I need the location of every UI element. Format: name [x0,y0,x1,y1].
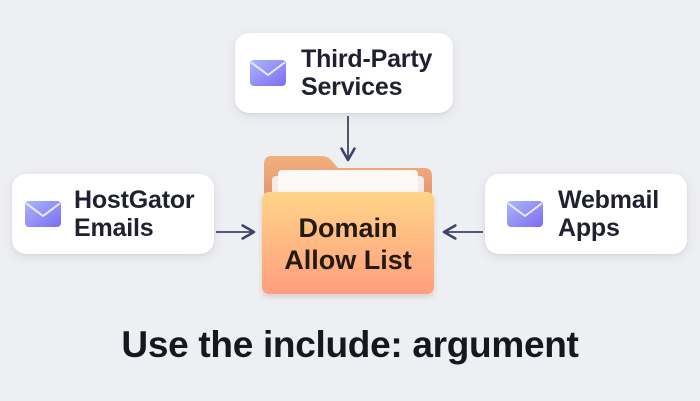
source-label: Third-Party Services [301,45,433,101]
source-label: Webmail Apps [558,186,659,242]
source-card-hostgator-emails: HostGator Emails [12,174,214,254]
folder-icon [262,156,434,294]
envelope-icon [250,60,286,86]
center-label: Domain Allow List [284,213,412,275]
source-card-webmail-apps: Webmail Apps [485,174,687,254]
envelope-icon [25,201,61,227]
source-label: HostGator Emails [74,186,195,242]
source-card-third-party-services: Third-Party Services [235,33,453,113]
caption: Use the include: argument [121,324,579,365]
envelope-icon [507,201,543,227]
